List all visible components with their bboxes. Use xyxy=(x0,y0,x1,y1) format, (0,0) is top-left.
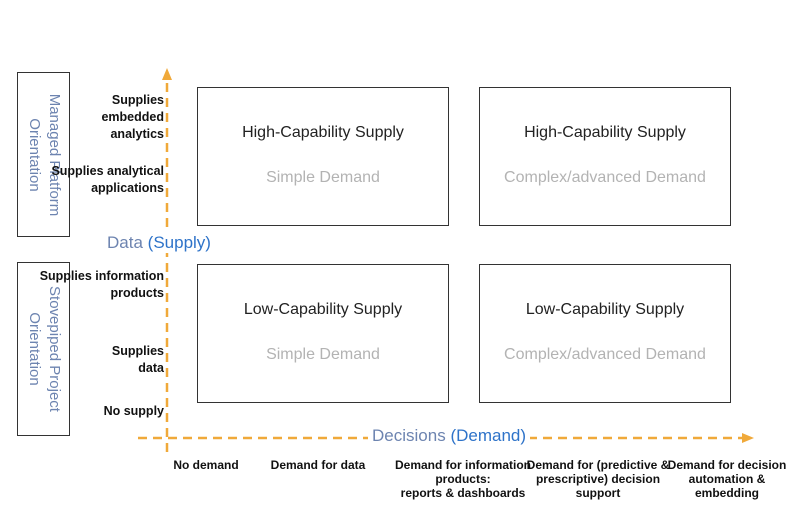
quadrant-title: Low-Capability Supply xyxy=(525,301,685,318)
x-label-decision-support: Demand for (predictive & prescriptive) d… xyxy=(526,458,670,500)
quadrant-subtitle: Simple Demand xyxy=(266,346,380,363)
managed-platform-box: Managed Platform Orientation xyxy=(17,72,70,237)
x-label-no-demand: No demand xyxy=(173,458,239,472)
y-label-information-products: Supplies information products xyxy=(39,269,164,300)
y-label-embedded-analytics: Supplies embedded analytics xyxy=(101,93,164,141)
quadrant-high-simple: High-Capability Supply Simple Demand xyxy=(197,87,449,226)
x-axis-title: Decisions (Demand) xyxy=(368,426,531,446)
stovepiped-project-box: Stovepiped Project Orientation xyxy=(17,262,70,436)
quadrant-title: High-Capability Supply xyxy=(242,124,404,141)
y-label-analytical-applications: Supplies analytical applications xyxy=(51,164,164,195)
x-label-decision-automation: Demand for decision automation & embeddi… xyxy=(667,458,787,500)
quadrant-low-simple: Low-Capability Supply Simple Demand xyxy=(197,264,449,403)
y-label-no-supply: No supply xyxy=(103,404,164,418)
quadrant-subtitle: Complex/advanced Demand xyxy=(504,169,706,186)
y-axis-arrow xyxy=(162,68,172,80)
quadrant-subtitle: Complex/advanced Demand xyxy=(504,346,706,363)
x-axis-arrow xyxy=(742,433,754,443)
quadrant-subtitle: Simple Demand xyxy=(266,169,380,186)
quadrant-title: Low-Capability Supply xyxy=(243,301,403,318)
quadrant-title: High-Capability Supply xyxy=(524,124,686,141)
quadrant-low-complex: Low-Capability Supply Complex/advanced D… xyxy=(479,264,731,403)
y-axis-title: Data (Supply) xyxy=(103,233,215,253)
y-label-data: Supplies data xyxy=(111,344,164,375)
quadrant-high-complex: High-Capability Supply Complex/advanced … xyxy=(479,87,731,226)
x-label-information-products: Demand for information products: reports… xyxy=(394,458,532,500)
x-label-demand-data: Demand for data xyxy=(270,458,366,472)
